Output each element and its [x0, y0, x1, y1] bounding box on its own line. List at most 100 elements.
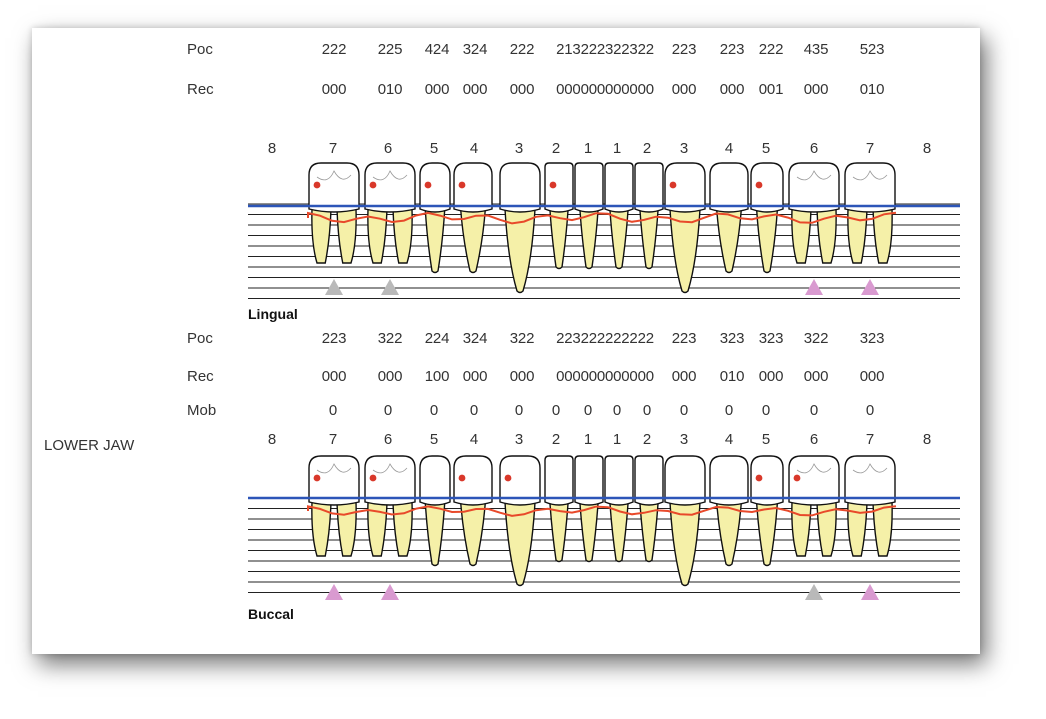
- lingual-rec-value: 000000000000: [556, 81, 654, 98]
- buccal-poc-value: 223: [321, 330, 347, 347]
- tooth-number: 1: [612, 431, 622, 448]
- tooth-number: 6: [809, 431, 819, 448]
- tooth-crown: [634, 162, 664, 213]
- lingual-poc-value: 222: [758, 41, 784, 58]
- tooth-number: 1: [583, 140, 593, 157]
- mobility-value: 0: [679, 402, 689, 419]
- buccal-rec-value: 100: [424, 368, 450, 385]
- tooth-number: 2: [551, 140, 561, 157]
- crown-cusp-line: [796, 170, 832, 181]
- tooth-root: [847, 501, 868, 557]
- tooth-crown: [709, 162, 749, 213]
- buccal-poc-value: 323: [859, 330, 885, 347]
- buccal-poc-value: 323: [719, 330, 745, 347]
- tooth-root: [872, 208, 893, 264]
- tooth-root: [816, 501, 837, 557]
- tooth-root: [609, 501, 629, 563]
- gingival-margin-line: [307, 211, 897, 225]
- tooth-number: 6: [383, 431, 393, 448]
- lingual-poc-label: Poc: [187, 41, 213, 58]
- tooth-number: 5: [429, 431, 439, 448]
- mobility-value: 0: [514, 402, 524, 419]
- tooth-root: [816, 208, 837, 264]
- bleeding-point: [313, 181, 321, 189]
- tooth-crown: [453, 162, 493, 213]
- mobility-value: 0: [809, 402, 819, 419]
- tooth-crown: [544, 455, 574, 506]
- crown-cusp-line: [372, 463, 408, 474]
- mobility-value: 0: [865, 402, 875, 419]
- buccal-rec-value: 000: [671, 368, 697, 385]
- furcation-marker: [381, 584, 399, 600]
- buccal-poc-value: 322: [509, 330, 535, 347]
- mobility-value: 0: [583, 402, 593, 419]
- tooth-number: 8: [922, 431, 932, 448]
- crown-cusp-line: [316, 170, 352, 181]
- tooth-root: [424, 208, 446, 274]
- mobility-value: 0: [724, 402, 734, 419]
- bleeding-point: [549, 181, 557, 189]
- lingual-rec-value: 000: [321, 81, 347, 98]
- tooth-number: 7: [865, 431, 875, 448]
- tooth-root: [639, 208, 659, 270]
- tooth-crown: [499, 162, 541, 213]
- buccal-poc-value: 323: [758, 330, 784, 347]
- bleeding-point: [369, 181, 377, 189]
- tooth-crown: [709, 455, 749, 506]
- tooth-root: [459, 501, 487, 567]
- bleeding-point: [755, 474, 763, 482]
- furcation-marker: [805, 279, 823, 295]
- tooth-number: 2: [642, 140, 652, 157]
- tooth-root: [549, 208, 569, 270]
- bleeding-point: [369, 474, 377, 482]
- tooth-number: 5: [429, 140, 439, 157]
- tooth-crown: [499, 455, 541, 506]
- crown-cusp-line: [852, 170, 888, 181]
- lingual-poc-value: 223: [719, 41, 745, 58]
- tooth-root: [392, 208, 413, 264]
- tooth-number: 5: [761, 140, 771, 157]
- tooth-number: 4: [724, 431, 734, 448]
- lingual-rec-value: 000: [462, 81, 488, 98]
- tooth-crown: [308, 455, 360, 506]
- tooth-crown: [844, 455, 896, 506]
- tooth-number: 8: [922, 140, 932, 157]
- tooth-root: [847, 208, 868, 264]
- lingual-rec-value: 000: [719, 81, 745, 98]
- tooth-root: [755, 208, 779, 274]
- buccal-rec-value: 000: [758, 368, 784, 385]
- tooth-root: [715, 501, 743, 567]
- tooth-chart-graphic: [248, 162, 960, 600]
- tooth-crown: [664, 455, 706, 506]
- mobility-value: 0: [429, 402, 439, 419]
- tooth-root: [311, 208, 332, 264]
- tooth-number: 4: [469, 140, 479, 157]
- tooth-root: [392, 501, 413, 557]
- buccal-rec-value: 000000000000: [556, 368, 654, 385]
- tooth-root: [791, 501, 812, 557]
- tooth-root: [755, 501, 779, 567]
- furcation-marker: [381, 279, 399, 295]
- lingual-poc-value: 223: [671, 41, 697, 58]
- crown-cusp-line: [796, 463, 832, 474]
- tooth-crown: [453, 455, 493, 506]
- tooth-crown: [634, 455, 664, 506]
- tooth-root: [549, 501, 569, 563]
- buccal-rec-label: Rec: [187, 368, 214, 385]
- jaw-label: LOWER JAW: [44, 437, 135, 454]
- mobility-value: 0: [328, 402, 338, 419]
- buccal-rec-value: 000: [859, 368, 885, 385]
- buccal-rec-value: 000: [321, 368, 347, 385]
- furcation-marker: [861, 279, 879, 295]
- lingual-poc-value: 435: [803, 41, 829, 58]
- buccal-rec-value: 010: [719, 368, 745, 385]
- tooth-number: 5: [761, 431, 771, 448]
- tooth-crown: [364, 455, 416, 506]
- buccal-rec-value: 000: [377, 368, 403, 385]
- tooth-root: [669, 208, 701, 294]
- tooth-number: 8: [267, 431, 277, 448]
- bleeding-point: [313, 474, 321, 482]
- mobility-value: 0: [551, 402, 561, 419]
- buccal-rec-value: 000: [803, 368, 829, 385]
- tooth-number: 7: [328, 431, 338, 448]
